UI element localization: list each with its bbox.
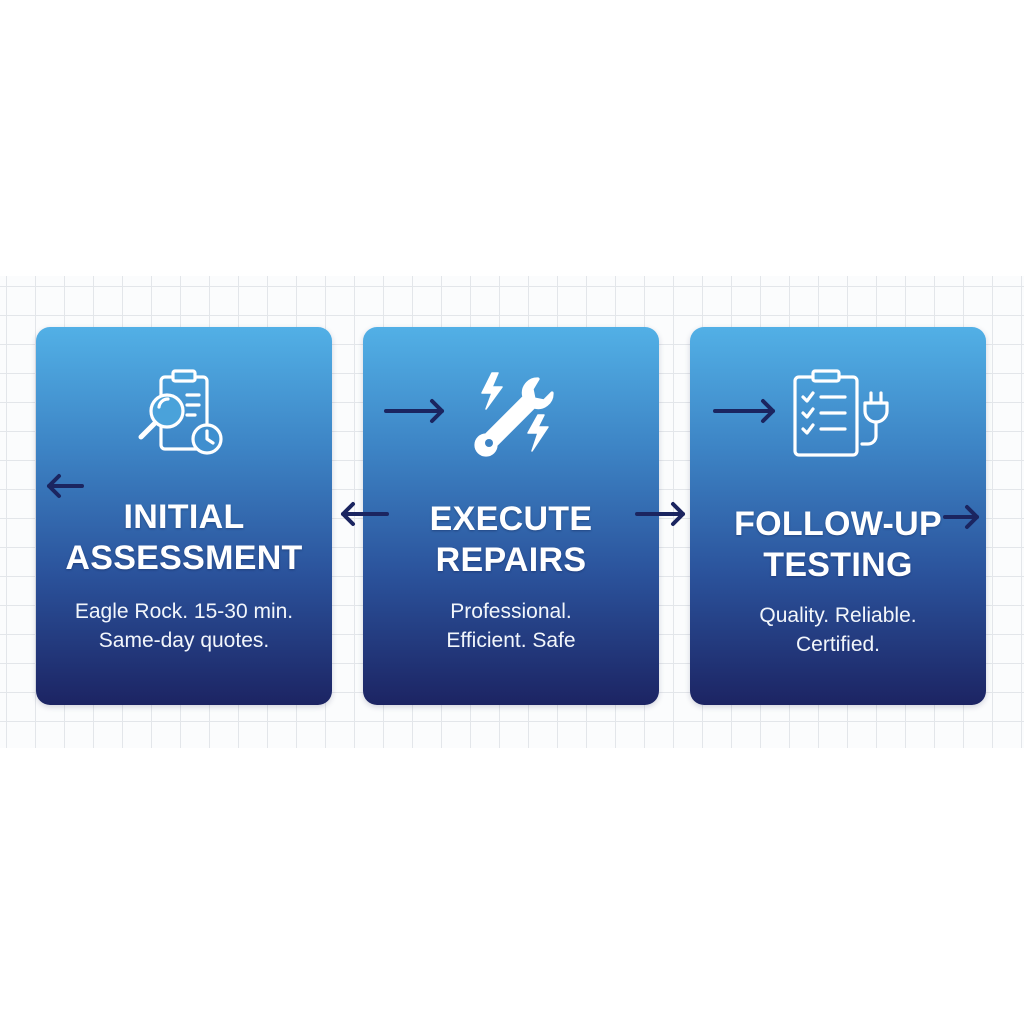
step-card-follow-up-testing: FOLLOW-UP TESTING Quality. Reliable. Cer… [690,327,986,705]
step-title-line: ASSESSMENT [65,539,303,577]
step-description: Quality. Reliable. Certified. [690,601,986,659]
step-description: Professional. Efficient. Safe [363,597,659,655]
arrow-into-card-2-icon [383,396,447,426]
step-title: FOLLOW-UP TESTING [690,504,986,586]
arrow-between-1-2-icon [338,499,390,529]
checklist-plug-icon [783,365,893,465]
step-desc-line: Quality. Reliable. [759,604,917,627]
clipboard-magnifier-clock-icon [129,365,239,465]
step-desc-line: Certified. [795,633,881,656]
step-title: INITIAL ASSESSMENT [36,497,332,579]
arrow-between-2-3-icon [634,499,688,529]
wrench-lightning-icon [456,365,566,465]
step-desc-line: Same-day quotes. [98,629,270,652]
arrow-into-card-3-icon [712,396,778,426]
step-desc-line: Eagle Rock. 15-30 min. [74,600,294,623]
step-title-line: TESTING [763,546,913,584]
step-title-line: FOLLOW-UP [734,505,942,543]
step-title-line: REPAIRS [435,541,587,579]
step-description: Eagle Rock. 15-30 min. Same-day quotes. [36,597,332,655]
arrow-left-edge-icon [44,471,86,501]
arrow-right-edge-icon [942,502,982,532]
step-title-line: INITIAL [123,498,245,536]
step-title: EXECUTE REPAIRS [363,499,659,581]
step-card-execute-repairs: EXECUTE REPAIRS Professional. Efficient.… [363,327,659,705]
step-title-line: EXECUTE [429,500,593,538]
step-desc-line: Professional. [450,600,572,623]
step-card-initial-assessment: INITIAL ASSESSMENT Eagle Rock. 15-30 min… [36,327,332,705]
step-desc-line: Efficient. Safe [446,629,576,652]
